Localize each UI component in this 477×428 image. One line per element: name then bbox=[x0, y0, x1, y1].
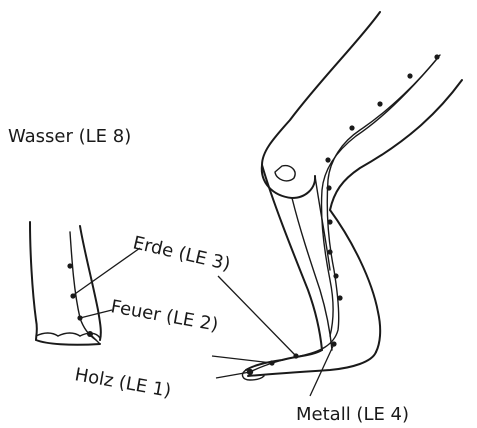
meridian-point bbox=[407, 73, 412, 78]
meridian-point bbox=[327, 219, 332, 224]
liver-meridian-leg bbox=[247, 54, 440, 375]
meridian-point bbox=[327, 249, 332, 254]
meridian-point bbox=[377, 101, 382, 106]
meridian-point bbox=[325, 157, 330, 162]
label-wasser: Wasser (LE 8) bbox=[8, 126, 131, 147]
meridian-point bbox=[326, 185, 331, 190]
label-holz: Holz (LE 1) bbox=[73, 364, 173, 402]
label-feuer: Feuer (LE 2) bbox=[109, 296, 220, 336]
meridian-point bbox=[333, 273, 338, 278]
label-metall: Metall (LE 4) bbox=[296, 404, 409, 425]
label-erde: Erde (LE 3) bbox=[131, 232, 232, 275]
meridian-point bbox=[337, 295, 342, 300]
meridian-point bbox=[434, 54, 439, 59]
meridian-point bbox=[67, 263, 72, 268]
meridian-point bbox=[349, 125, 354, 130]
